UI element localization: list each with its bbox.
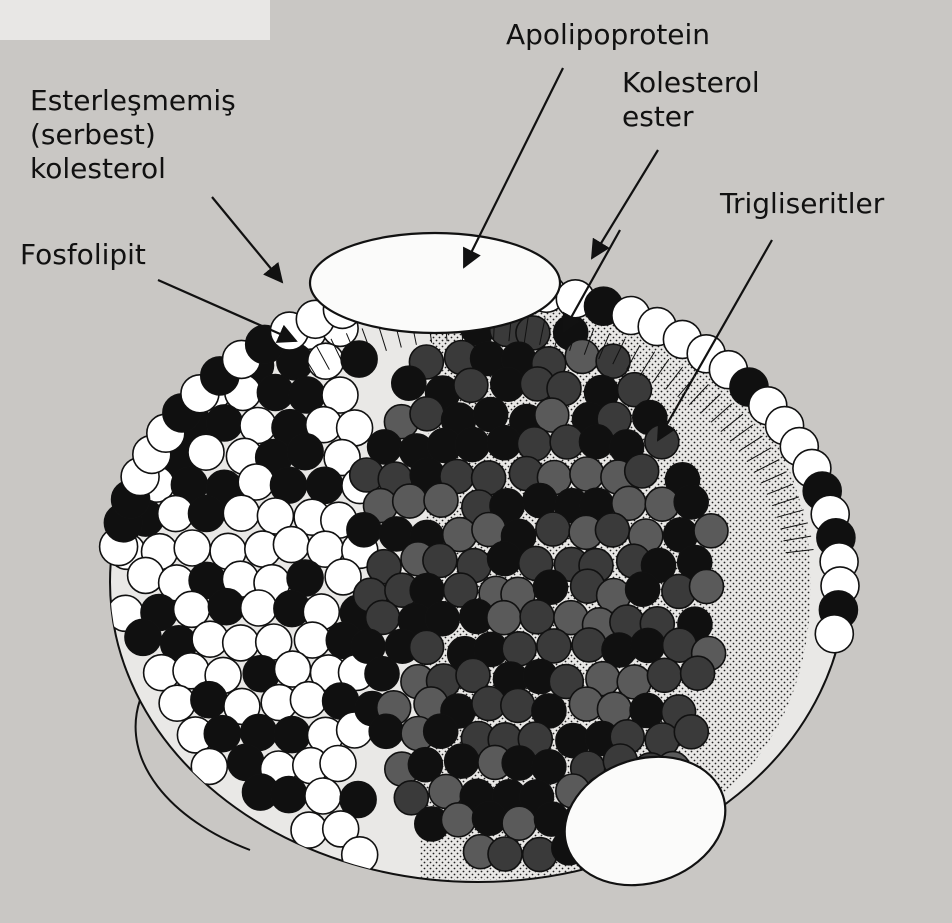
label-apolipoprotein: Apolipoprotein bbox=[506, 18, 710, 52]
phospholipid-molecule bbox=[159, 685, 195, 721]
triglyceride-molecule bbox=[454, 368, 488, 402]
arrow-esterlesmemis bbox=[212, 197, 282, 282]
free-cholesterol-molecule bbox=[341, 341, 377, 377]
triglyceride-molecule bbox=[537, 629, 571, 663]
cholesterol-ester-molecule bbox=[502, 806, 536, 840]
cholesterol-ester-molecule bbox=[487, 601, 521, 635]
triglyceride-molecule bbox=[369, 714, 403, 748]
triglyceride-molecule bbox=[595, 513, 629, 547]
free-cholesterol-molecule bbox=[271, 777, 307, 813]
free-cholesterol-molecule bbox=[274, 717, 310, 753]
label-kolesterol-ester: Kolesterol ester bbox=[622, 66, 760, 134]
phospholipid-molecule bbox=[815, 615, 853, 653]
phospholipid-molecule bbox=[291, 812, 327, 848]
phospholipid-molecule bbox=[174, 530, 210, 566]
phospholipid-molecule bbox=[188, 434, 224, 470]
triglyceride-molecule bbox=[517, 427, 551, 461]
label-trigliseritler: Trigliseritler bbox=[720, 187, 884, 221]
cholesterol-ester-molecule bbox=[393, 484, 427, 518]
phospholipid-molecule bbox=[128, 557, 164, 593]
label-esterlesmemis-kolesterol: Esterleşmemiş (serbest) kolesterol bbox=[30, 84, 236, 186]
triglyceride-molecule bbox=[473, 801, 507, 835]
label-esterlesmemis-line1: Esterleşmemiş bbox=[30, 84, 236, 118]
free-cholesterol-molecule bbox=[287, 434, 323, 470]
phospholipid-molecule bbox=[305, 778, 341, 814]
triglyceride-molecule bbox=[488, 542, 522, 576]
triglyceride-molecule bbox=[523, 838, 557, 872]
label-esterlesmemis-line2: (serbest) bbox=[30, 118, 236, 152]
triglyceride-molecule bbox=[410, 397, 444, 431]
triglyceride-molecule bbox=[520, 600, 554, 634]
label-kolesterol-ester-line2: ester bbox=[622, 100, 760, 134]
triglyceride-molecule bbox=[365, 657, 399, 691]
phospholipid-molecule bbox=[290, 682, 326, 718]
cholesterol-ester-molecule bbox=[424, 483, 458, 517]
free-cholesterol-molecule bbox=[208, 589, 244, 625]
triglyceride-molecule bbox=[536, 512, 570, 546]
triglyceride-molecule bbox=[596, 344, 630, 378]
triglyceride-molecule bbox=[625, 454, 659, 488]
triglyceride-molecule bbox=[392, 366, 426, 400]
triglyceride-molecule bbox=[423, 543, 457, 577]
cholesterol-ester-molecule bbox=[565, 339, 599, 373]
triglyceride-molecule bbox=[502, 632, 536, 666]
arrow-kolesterol-ester bbox=[592, 150, 658, 258]
phospholipid-molecule bbox=[223, 495, 259, 531]
label-kolesterol-ester-line1: Kolesterol bbox=[622, 66, 760, 100]
triglyceride-molecule bbox=[501, 688, 535, 722]
triglyceride-molecule bbox=[424, 714, 458, 748]
label-esterlesmemis-line3: kolesterol bbox=[30, 152, 236, 186]
surface-layer-left bbox=[107, 310, 378, 872]
phospholipid-molecule bbox=[308, 343, 344, 379]
triglyceride-molecule bbox=[674, 715, 708, 749]
free-cholesterol-molecule bbox=[204, 716, 240, 752]
triglyceride-molecule bbox=[626, 572, 660, 606]
phospholipid-molecule bbox=[191, 748, 227, 784]
triglyceride-molecule bbox=[631, 628, 665, 662]
free-cholesterol-molecule bbox=[125, 619, 161, 655]
triglyceride-molecule bbox=[580, 425, 614, 459]
triglyceride-molecule bbox=[647, 658, 681, 692]
triglyceride-molecule bbox=[410, 630, 444, 664]
phospholipid-molecule bbox=[342, 837, 378, 873]
label-fosfolipit: Fosfolipit bbox=[20, 238, 146, 272]
free-cholesterol-molecule bbox=[307, 467, 343, 503]
free-cholesterol-molecule bbox=[189, 496, 225, 532]
phospholipid-molecule bbox=[273, 527, 309, 563]
apolipoprotein-top bbox=[310, 233, 560, 333]
page-corner bbox=[0, 0, 270, 40]
triglyceride-molecule bbox=[455, 428, 489, 462]
triglyceride-molecule bbox=[347, 513, 381, 547]
triglyceride-molecule bbox=[645, 425, 679, 459]
cholesterol-ester-molecule bbox=[570, 457, 604, 491]
triglyceride-molecule bbox=[681, 656, 715, 690]
cholesterol-ester-molecule bbox=[690, 570, 724, 604]
triglyceride-molecule bbox=[445, 744, 479, 778]
triglyceride-molecule bbox=[488, 837, 522, 871]
triglyceride-molecule bbox=[502, 746, 536, 780]
lipoprotein-particle bbox=[100, 269, 859, 882]
triglyceride-molecule bbox=[674, 485, 708, 519]
free-cholesterol-molecule bbox=[257, 375, 293, 411]
free-cholesterol-molecule bbox=[191, 682, 227, 718]
phospholipid-molecule bbox=[241, 590, 277, 626]
cholesterol-ester-molecule bbox=[694, 514, 728, 548]
cholesterol-ester-molecule bbox=[441, 803, 475, 837]
phospholipid-molecule bbox=[223, 625, 259, 661]
arrow-fosfolipit bbox=[158, 280, 296, 341]
triglyceride-molecule bbox=[572, 628, 606, 662]
phospholipid-molecule bbox=[320, 746, 356, 782]
triglyceride-molecule bbox=[487, 426, 521, 460]
arrow-apolipoprotein bbox=[464, 68, 563, 267]
